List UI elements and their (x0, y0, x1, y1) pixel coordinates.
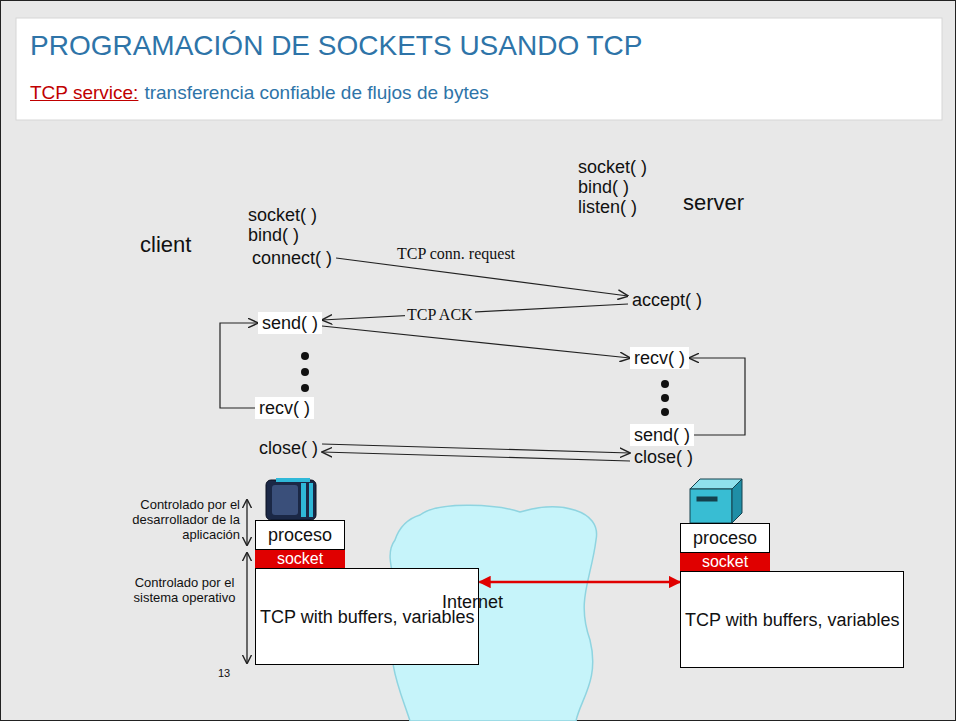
monitor-stripe (301, 483, 306, 517)
os-control-arrow (246, 553, 247, 663)
tcp-box: TCP with buffers, variables (255, 568, 479, 665)
dot (301, 384, 309, 392)
function-call: recv( ) (630, 347, 689, 369)
node-text: recv( ) (259, 398, 310, 418)
function-call: close( ) (255, 437, 322, 459)
node-text: recv( ) (634, 348, 685, 368)
title-panel (16, 18, 942, 120)
socket-box: socket (680, 553, 770, 571)
monitor-top (276, 478, 310, 482)
message-label: TCP ACK (405, 306, 475, 324)
message-arrow (322, 304, 628, 320)
slide-title: PROGRAMACIÓN DE SOCKETS USANDO TCP (30, 30, 642, 62)
function-call: socket( ) (248, 205, 317, 226)
monitor-body (266, 480, 316, 520)
cloud-shape (390, 505, 597, 721)
role-label: client (140, 232, 191, 257)
function-call: connect( ) (248, 247, 336, 269)
process-box: proceso (255, 520, 345, 550)
node-text: send( ) (634, 425, 690, 445)
page-number: 13 (218, 667, 230, 680)
role-label: server (683, 190, 744, 215)
function-call: recv( ) (255, 397, 314, 419)
message-arrow (322, 452, 630, 461)
node-text: close( ) (634, 447, 693, 467)
loop-dots (301, 352, 669, 416)
monitor-stripe (309, 483, 313, 517)
network-link (479, 581, 680, 584)
monitor-screen (272, 485, 298, 515)
client-computer-icon (266, 478, 316, 520)
service-text: transferencia confiable de flujos de byt… (144, 82, 488, 104)
node-text: accept( ) (632, 290, 702, 310)
control-brackets (246, 500, 247, 663)
dot (661, 394, 669, 402)
node-text: socket (702, 553, 748, 571)
node-text: close( ) (259, 438, 318, 458)
control-note: Controlado por el desarrollador de la ap… (100, 497, 240, 542)
node-text: proceso (268, 525, 332, 545)
server-slot (697, 497, 717, 501)
function-call: listen( ) (578, 197, 637, 218)
message-arrow (336, 258, 628, 296)
node-text: connect( ) (252, 248, 332, 268)
node-text: socket (277, 550, 323, 568)
function-call: close( ) (630, 446, 697, 468)
control-note: Controlado por el sistema operativo (132, 575, 237, 605)
message-arrow (322, 326, 630, 358)
process-box: proceso (680, 523, 770, 553)
server-side (732, 479, 742, 523)
message-label: TCP conn. request (395, 245, 517, 263)
socket-box: socket (255, 550, 345, 568)
dot (301, 352, 309, 360)
dot (661, 380, 669, 388)
message-arrow (322, 444, 630, 453)
dot (301, 368, 309, 376)
service-heading: TCP service: (30, 82, 138, 104)
message-arrow (220, 323, 258, 408)
function-call: send( ) (630, 424, 694, 446)
node-text: proceso (693, 528, 757, 548)
function-call: bind( ) (248, 225, 299, 246)
app-control-arrow (246, 500, 247, 545)
server-computer-icon (690, 479, 742, 523)
server-front (690, 489, 732, 523)
node-text: TCP with buffers, variables (685, 610, 899, 630)
function-call: socket( ) (578, 157, 647, 178)
function-call: accept( ) (628, 289, 706, 311)
function-call: bind( ) (578, 177, 629, 198)
cloud-label: Internet (442, 592, 503, 612)
dot (661, 408, 669, 416)
tcp-box: TCP with buffers, variables (680, 571, 904, 668)
function-call: send( ) (258, 312, 322, 334)
node-text: send( ) (262, 313, 318, 333)
message-arrow (689, 358, 745, 435)
